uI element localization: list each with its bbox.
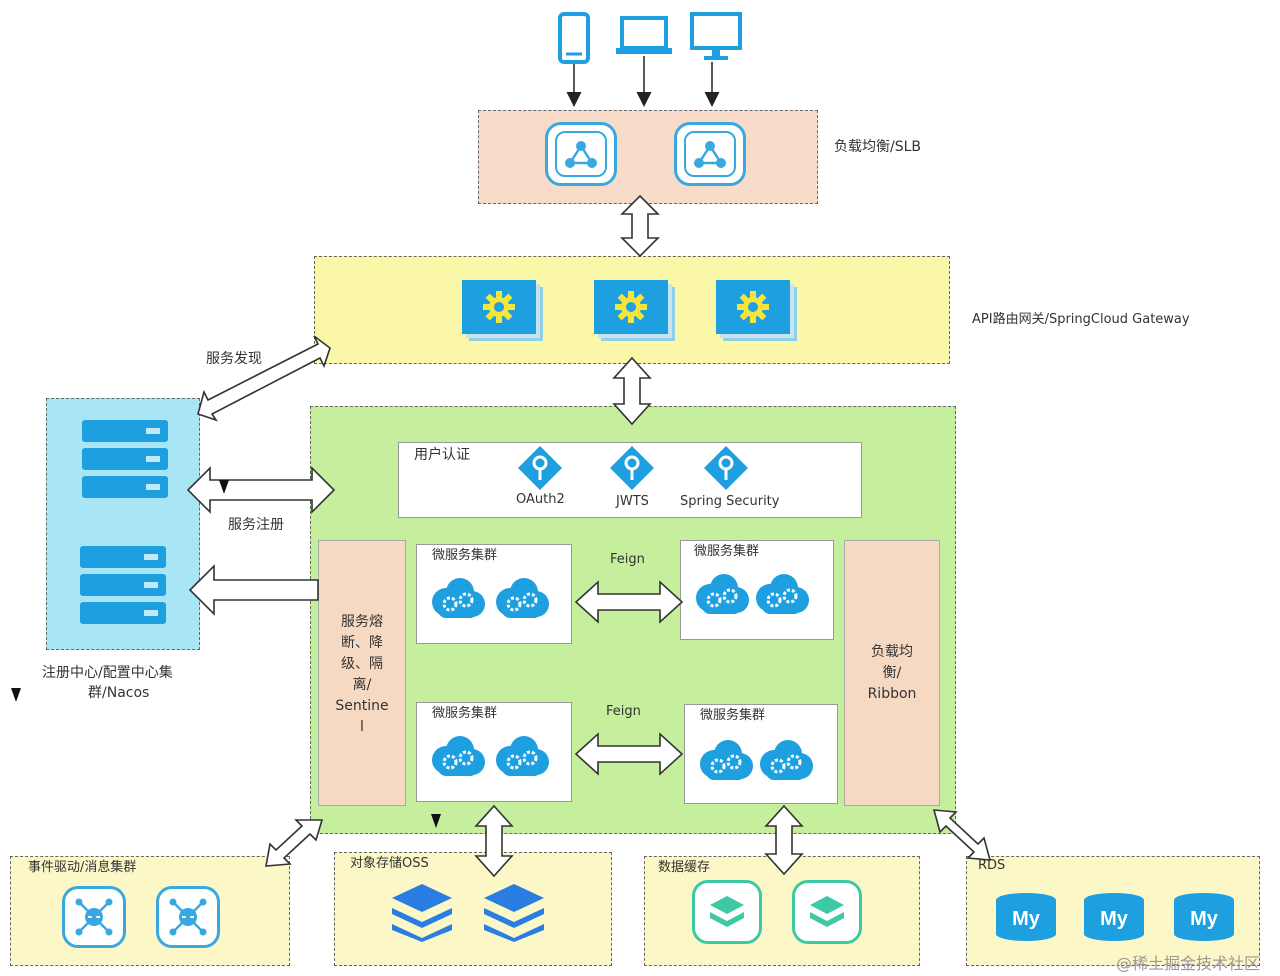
cloud-gear-icon [496, 578, 549, 618]
share-icon [565, 141, 597, 168]
cluster-label-2: 微服务集群 [694, 544, 760, 559]
cache-arrow [764, 804, 804, 876]
register-label: 服务注册 [228, 517, 284, 533]
cluster-label-4: 微服务集群 [700, 708, 766, 723]
gear-icon [615, 291, 647, 323]
mysql-db-3: My [1172, 892, 1236, 942]
key-icon [610, 446, 654, 490]
feign-arrow-1 [574, 580, 684, 624]
cache-icon [710, 896, 744, 927]
mysql-label: My [1190, 908, 1219, 930]
slb-label: 负载均衡/SLB [834, 139, 922, 155]
gear-icon [483, 291, 515, 323]
feign-arrow-2 [574, 732, 684, 776]
ribbon-column [844, 540, 940, 806]
slb-node-2 [674, 122, 746, 186]
register-arrow [186, 466, 336, 514]
laptop-icon [614, 16, 674, 60]
auth-item-oauth2: OAuth2 [516, 492, 565, 507]
mq-box [10, 856, 290, 966]
cloud-gear-icon [700, 740, 753, 780]
gateway-node-2 [594, 280, 668, 334]
oss-box [334, 852, 612, 966]
layers-icon [484, 884, 544, 942]
rds-label: RDS [978, 858, 1006, 873]
server-rack-1 [82, 420, 168, 498]
gateway-node-3 [716, 280, 790, 334]
feign-label-2: Feign [606, 704, 641, 719]
mq-node-2 [156, 886, 220, 948]
cache-node-1 [692, 880, 762, 944]
cache-icon [810, 896, 844, 927]
phone-icon [558, 12, 590, 68]
auth-label: 用户认证 [414, 447, 470, 463]
watermark: @稀土掘金技术社区 [1116, 954, 1261, 973]
config-arrow [188, 564, 319, 616]
mysql-db-1: My [994, 892, 1058, 942]
oss-label: 对象存储OSS [350, 856, 429, 871]
cache-label: 数据缓存 [658, 860, 711, 875]
database-icon: My [1174, 893, 1234, 941]
cloud-gear-icon [432, 578, 485, 618]
database-icon: My [996, 893, 1056, 941]
hub-icon [75, 898, 113, 936]
cloud-gear-icon [756, 574, 809, 614]
sentinel-column [318, 540, 406, 806]
cloud-gear-icon [496, 736, 549, 776]
cluster-label-3: 微服务集群 [432, 706, 498, 721]
gear-icon [737, 291, 769, 323]
feign-label-1: Feign [610, 552, 645, 567]
layers-icon [392, 884, 452, 942]
monitor-icon [690, 12, 742, 66]
mq-node-1 [62, 886, 126, 948]
nacos-label-1: 注册中心/配置中心集 [42, 665, 173, 681]
ribbon-text: 负载均衡/Ribbon [867, 644, 917, 702]
gateway-label: API路由网关/SpringCloud Gateway [972, 312, 1190, 327]
gateway-core-arrow [612, 356, 652, 426]
mq-label: 事件驱动/消息集群 [28, 860, 137, 875]
mq-arrow [265, 819, 324, 867]
server-rack-2 [80, 546, 166, 624]
nacos-label-2: 群/Nacos [88, 685, 150, 701]
auth-item-jwts: JWTS [616, 494, 649, 509]
slb-gateway-arrow [620, 194, 660, 258]
slb-node-1 [545, 122, 617, 186]
database-icon: My [1084, 893, 1144, 941]
key-icon [518, 446, 562, 490]
cloud-gear-icon [760, 740, 813, 780]
gateway-node-1 [462, 280, 536, 334]
mysql-label: My [1100, 908, 1129, 930]
mysql-label: My [1012, 908, 1041, 930]
mysql-db-2: My [1082, 892, 1146, 942]
discovery-arrow [197, 335, 331, 422]
cloud-gear-icon [696, 574, 749, 614]
key-icon [704, 446, 748, 490]
marker-triangle-3 [431, 814, 441, 828]
rds-arrow [932, 809, 992, 861]
marker-triangle-1 [219, 480, 229, 494]
hub-icon [169, 898, 207, 936]
cloud-gear-icon [432, 736, 485, 776]
discovery-label: 服务发现 [206, 351, 262, 367]
auth-item-spring-security: Spring Security [680, 494, 780, 509]
marker-triangle-2 [11, 688, 21, 702]
cluster-label-1: 微服务集群 [432, 548, 498, 563]
share-icon [694, 141, 726, 168]
cache-node-2 [792, 880, 862, 944]
oss-arrow [474, 804, 514, 878]
